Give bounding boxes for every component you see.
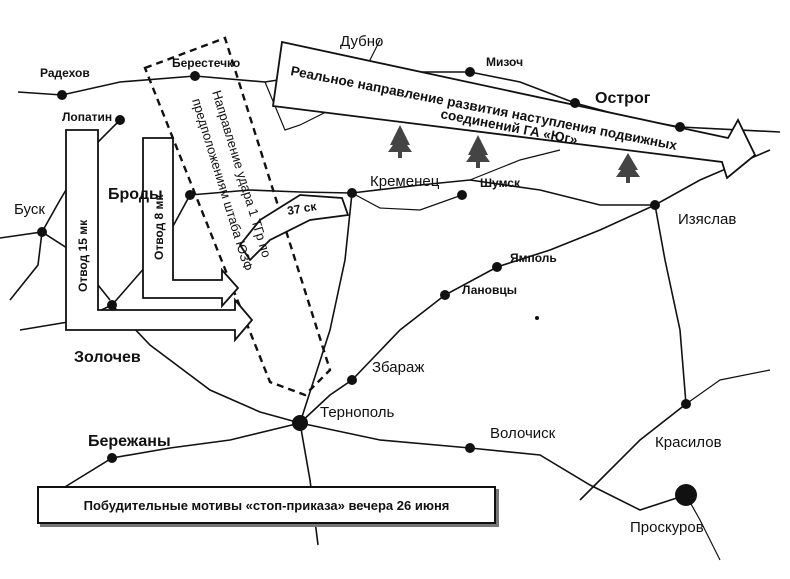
city-dot-shumsk bbox=[457, 190, 467, 200]
city-label-ostrog: Острог bbox=[595, 90, 651, 107]
city-dot-radekhov bbox=[57, 90, 67, 100]
city-dot-kremenets bbox=[347, 188, 357, 198]
city-label-mizoch: Мизоч bbox=[486, 55, 523, 69]
city-dot-lopatin bbox=[115, 115, 125, 125]
road-ternopol-south bbox=[299, 422, 319, 546]
city-label-krasilov: Красилов bbox=[655, 434, 722, 451]
forest-icon bbox=[388, 125, 640, 183]
city-dot-brody bbox=[185, 190, 195, 200]
corps-37-arrow bbox=[238, 194, 350, 262]
city-label-kremenets: Кременец bbox=[370, 173, 440, 190]
city-dot-ostrog bbox=[570, 98, 580, 108]
city-label-berezhany: Бережаны bbox=[88, 433, 171, 450]
river-yampol bbox=[469, 149, 561, 181]
road-berezhany-ternopol bbox=[59, 422, 301, 491]
city-dot-zolochev bbox=[107, 300, 117, 310]
withdraw-8-arrow bbox=[142, 137, 240, 309]
city-dot-mizoch bbox=[465, 67, 475, 77]
road-izyaslav-krasilov bbox=[579, 204, 687, 501]
city-label-zbarazh: Збараж bbox=[372, 359, 424, 376]
city-label-zolochev: Золочев bbox=[74, 349, 141, 366]
city-label-lanovtsy: Лановцы bbox=[462, 283, 517, 297]
road-ternopol-volochisk-proskurov bbox=[299, 422, 687, 511]
withdraw-8-label: Отвод 8 мк bbox=[152, 194, 166, 260]
city-label-lopatin: Лопатин bbox=[62, 110, 112, 124]
withdraw-15-arrow bbox=[65, 129, 254, 343]
caption-box: Побудительные мотивы «стоп-приказа» вече… bbox=[37, 486, 496, 524]
city-label-izyaslav: Изяслав bbox=[678, 211, 736, 228]
city-dot-izyaslav bbox=[650, 200, 660, 210]
city-dot-zbarazh bbox=[347, 375, 357, 385]
caption-text: Побудительные мотивы «стоп-приказа» вече… bbox=[83, 497, 450, 513]
city-dot-yampol bbox=[492, 262, 502, 272]
city-markers bbox=[37, 67, 697, 506]
city-dot-lanovtsy bbox=[440, 290, 450, 300]
corps-37-label: 37 ск bbox=[286, 199, 318, 218]
city-label-berestechko: Берестечко bbox=[172, 56, 240, 70]
city-dot-krasilov bbox=[681, 399, 691, 409]
city-label-busk: Буск bbox=[14, 201, 45, 218]
city-label-volochisk: Волочиск bbox=[490, 425, 556, 442]
city-label-brody: Броды bbox=[108, 186, 163, 203]
city-dot-ternopol bbox=[292, 415, 308, 431]
city-label-radekhov: Радехов bbox=[40, 66, 90, 80]
city-label-yampol: Ямполь bbox=[510, 251, 557, 265]
city-dot-berestechko bbox=[190, 71, 200, 81]
river-shumsk bbox=[351, 192, 463, 211]
city-label-proskurov: Проскуров bbox=[630, 519, 704, 536]
city-dot-proskurov bbox=[675, 484, 697, 506]
city-label-shumsk: Шумск bbox=[480, 176, 521, 190]
real-direction-arrow bbox=[271, 40, 757, 180]
city-dot-volochisk bbox=[465, 443, 475, 453]
city-label-dubno: Дубно bbox=[340, 33, 383, 50]
road-ternopol-zbarazh-yampol bbox=[299, 204, 656, 424]
road-kremenets-ternopol bbox=[299, 192, 353, 424]
river-east bbox=[685, 369, 771, 405]
city-dot-busk bbox=[37, 227, 47, 237]
withdraw-15-label: Отвод 15 мк bbox=[76, 219, 90, 292]
city-dot-berezhany bbox=[107, 453, 117, 463]
city-label-ternopol: Тернополь bbox=[320, 404, 395, 421]
city-dot-east bbox=[675, 122, 685, 132]
